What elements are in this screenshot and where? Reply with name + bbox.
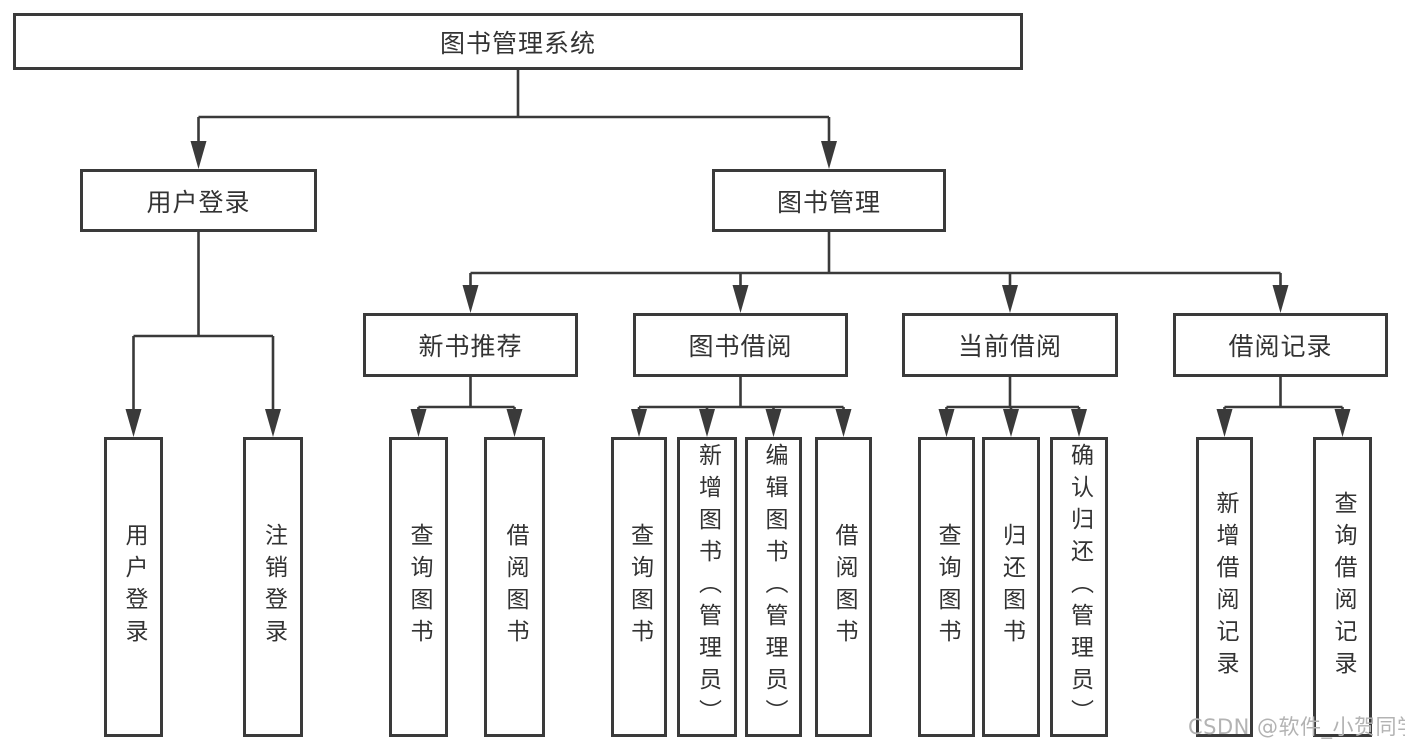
leaf-return-books: 归还图书 [982, 437, 1040, 737]
node-book-borrow: 图书借阅 [633, 313, 848, 377]
node-borrow-records: 借阅记录 [1173, 313, 1388, 377]
leaf-borrow-books-recommend: 借阅图书 [484, 437, 545, 737]
leaf-borrow-books: 借阅图书 [815, 437, 872, 737]
leaf-query-borrow-record: 查询借阅记录 [1313, 437, 1372, 737]
leaf-query-books-recommend: 查询图书 [389, 437, 448, 737]
leaf-logout: 注销登录 [243, 437, 303, 737]
leaf-query-books-current: 查询图书 [918, 437, 975, 737]
leaf-add-book-admin: 新增图书（管理员） [677, 437, 737, 737]
node-library-management-system: 图书管理系统 [13, 13, 1023, 70]
node-new-book-recommend: 新书推荐 [363, 313, 578, 377]
leaf-edit-book-admin: 编辑图书（管理员） [745, 437, 802, 737]
csdn-watermark: CSDN @软件_小贺同学 [1188, 715, 1405, 739]
leaf-confirm-return-admin: 确认归还（管理员） [1050, 437, 1108, 737]
leaf-query-books-borrow: 查询图书 [611, 437, 667, 737]
leaf-user-login: 用户登录 [104, 437, 163, 737]
node-book-management: 图书管理 [712, 169, 946, 232]
node-current-borrow: 当前借阅 [902, 313, 1118, 377]
leaf-add-borrow-record: 新增借阅记录 [1196, 437, 1253, 737]
node-user-login: 用户登录 [80, 169, 317, 232]
